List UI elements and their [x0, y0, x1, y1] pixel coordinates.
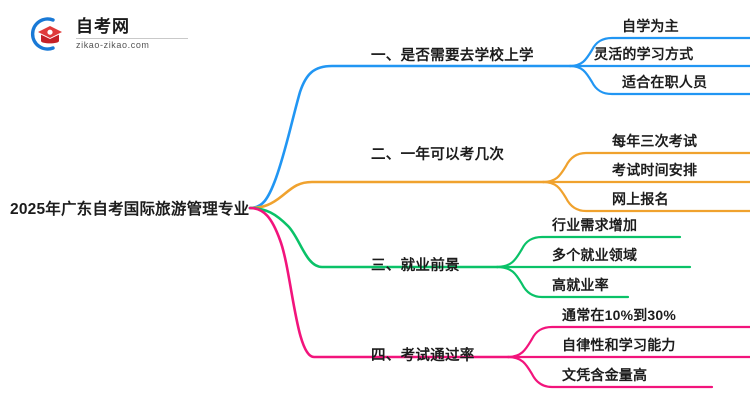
leaf-4-3[interactable]: 文凭含金量高	[562, 367, 648, 383]
leaf-2-3[interactable]: 网上报名	[612, 191, 669, 207]
central-topic: 2025年广东自考国际旅游管理专业	[10, 201, 250, 218]
branch-wire-3	[248, 206, 692, 299]
leaf-4-1[interactable]: 通常在10%到30%	[562, 307, 677, 323]
branch-label-1[interactable]: 一、是否需要去学校上学	[371, 48, 534, 64]
branch-wire-2	[248, 151, 750, 213]
branch-wire-1	[248, 36, 750, 210]
leaf-2-1[interactable]: 每年三次考试	[612, 133, 698, 149]
site-logo: 自考网 zikao-zikao.com	[26, 12, 196, 56]
leaf-3-1[interactable]: 行业需求增加	[552, 217, 638, 233]
leaf-4-2[interactable]: 自律性和学习能力	[562, 337, 676, 353]
leaf-3-2[interactable]: 多个就业领域	[552, 247, 638, 263]
leaf-3-3[interactable]: 高就业率	[552, 277, 609, 293]
graduation-cap-icon	[26, 14, 68, 54]
branch-label-2[interactable]: 二、一年可以考几次	[371, 147, 505, 163]
logo-brand-name: 自考网	[76, 17, 130, 36]
leaf-2-2[interactable]: 考试时间安排	[612, 162, 698, 178]
logo-url: zikao-zikao.com	[76, 40, 150, 50]
branch-label-3[interactable]: 三、就业前景	[371, 258, 460, 274]
leaf-1-3[interactable]: 适合在职人员	[622, 74, 708, 90]
leaf-1-2[interactable]: 灵活的学习方式	[594, 46, 694, 62]
leaf-1-1[interactable]: 自学为主	[622, 18, 679, 34]
logo-divider	[76, 38, 188, 39]
logo-wordmark: 自考网 zikao-zikao.com	[76, 18, 188, 50]
branch-label-4[interactable]: 四、考试通过率	[371, 348, 475, 364]
branch-wire-4	[248, 206, 750, 389]
